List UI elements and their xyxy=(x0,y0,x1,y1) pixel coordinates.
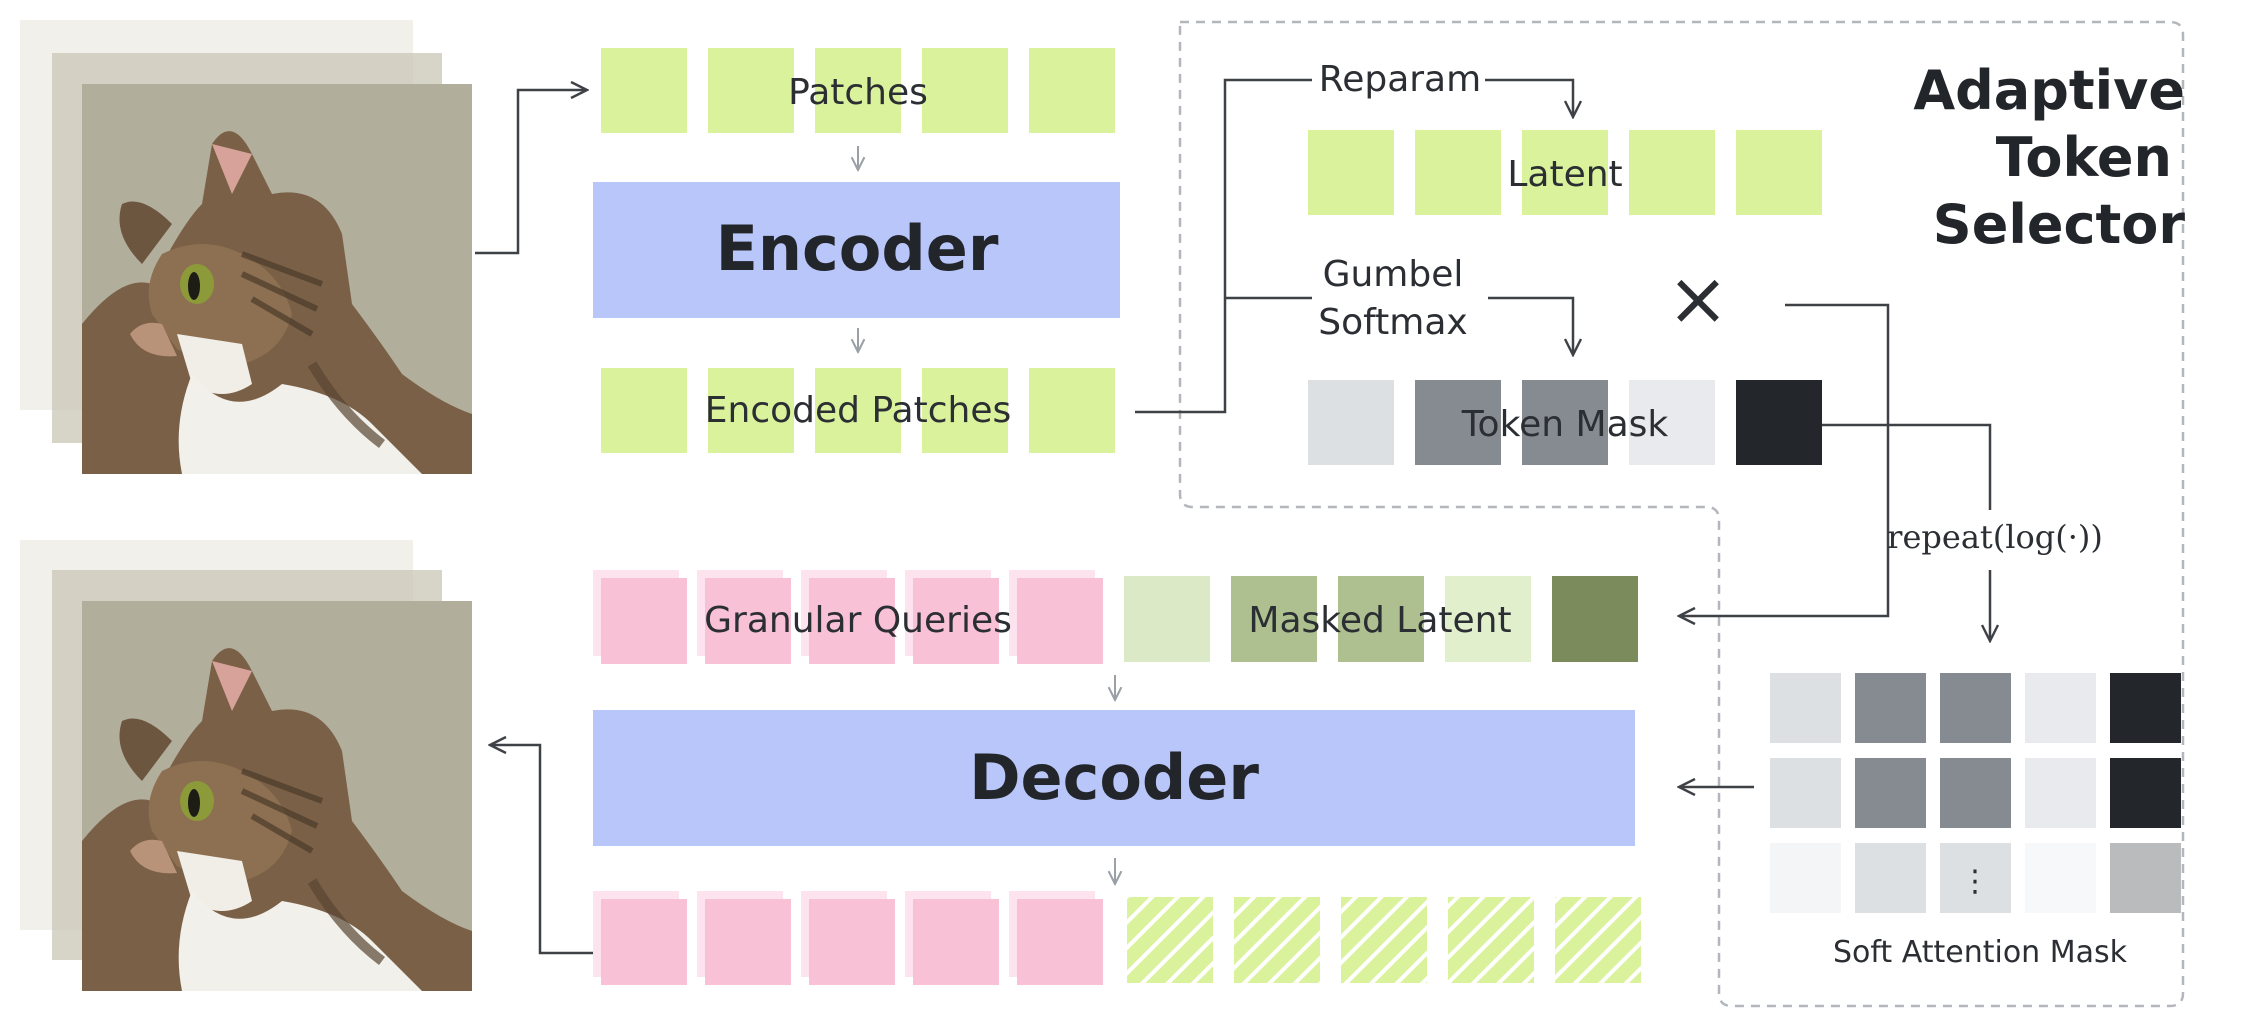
soft-mask-cell xyxy=(2025,843,2096,913)
encoded-patches-label: Encoded Patches xyxy=(705,390,1011,431)
soft-attention-mask-grid: ⋮ Soft Attention Mask xyxy=(1770,673,2181,970)
soft-mask-cell xyxy=(1940,758,2011,828)
mask-token xyxy=(1522,380,1608,465)
selector-title-line2: Token xyxy=(1996,126,2172,189)
output-query-token xyxy=(705,899,791,985)
soft-mask-cell xyxy=(1940,673,2011,743)
masked-latent-token xyxy=(1124,576,1210,662)
cat-image-stack-icon xyxy=(82,84,472,474)
masked-latent-label: Masked Latent xyxy=(1248,600,1511,641)
granular-queries-label: Granular Queries xyxy=(704,600,1012,641)
discarded-latent-token xyxy=(1127,897,1213,983)
soft-mask-cell xyxy=(2110,673,2181,743)
token-mask-label: Token Mask xyxy=(1461,404,1669,445)
soft-mask-cell xyxy=(1770,843,1841,913)
soft-mask-cell xyxy=(2025,758,2096,828)
masked-latent-token xyxy=(1445,576,1531,662)
gumbel-label: Gumbel xyxy=(1323,254,1464,295)
encoded-patch xyxy=(922,368,1008,453)
patches-label: Patches xyxy=(788,72,928,113)
granular-query xyxy=(1017,578,1103,664)
encoded-patch xyxy=(815,368,901,453)
reparam-to-latent-arrow xyxy=(1485,78,1573,117)
multiply-icon: × xyxy=(1667,256,1729,342)
latent-token xyxy=(1736,130,1822,215)
mask-token xyxy=(1308,380,1394,465)
selector-boundary xyxy=(1178,20,2185,1008)
discarded-latent-token xyxy=(1234,897,1320,983)
latent-token xyxy=(1415,130,1501,215)
patch xyxy=(922,48,1008,133)
encoded-patch xyxy=(601,368,687,453)
granular-query xyxy=(601,578,687,664)
tokens-to-output-image-arrow xyxy=(490,745,593,955)
token-mask-row: Token Mask xyxy=(1308,380,1822,465)
soft-mask-cell xyxy=(1770,673,1841,743)
encoder-label: Encoder xyxy=(716,212,999,285)
discarded-latent-token xyxy=(1448,897,1534,983)
mask-token xyxy=(1415,380,1501,465)
mask-to-repeat-line xyxy=(1822,423,1992,510)
masked-latent-token xyxy=(1231,576,1317,662)
soft-mask-cell xyxy=(1855,758,1926,828)
repeat-formula: repeat(log(·)) xyxy=(1887,518,2103,556)
latent-token xyxy=(1522,130,1608,215)
granular-query xyxy=(705,578,791,664)
granular-query xyxy=(809,578,895,664)
gumbel-to-mask-arrow xyxy=(1488,296,1573,355)
soft-mask-cell xyxy=(1855,843,1926,913)
reparam-label: Reparam xyxy=(1319,59,1481,100)
soft-attention-mask-label: Soft Attention Mask xyxy=(1833,935,2128,970)
selector-title-line1: Adaptive xyxy=(1913,59,2185,122)
patch xyxy=(1029,48,1115,133)
mask-token xyxy=(1629,380,1715,465)
patch xyxy=(815,48,901,133)
image-to-patches-arrow xyxy=(475,90,587,255)
product-to-masked-latent-arrow xyxy=(1679,303,1890,616)
latent-token xyxy=(1308,130,1394,215)
output-query-token xyxy=(601,899,687,985)
patch xyxy=(601,48,687,133)
soft-mask-cell xyxy=(1770,758,1841,828)
discarded-latent-token xyxy=(1341,897,1427,983)
encoded-to-reparam-line xyxy=(1135,78,1312,414)
encoded-patch xyxy=(1029,368,1115,453)
soft-mask-cell xyxy=(1855,673,1926,743)
masked-latent-token xyxy=(1552,576,1638,662)
decoder-block xyxy=(593,710,1635,846)
output-image-stack xyxy=(20,540,472,991)
soft-mask-cell xyxy=(2110,843,2181,913)
patches-row: Patches xyxy=(601,48,1115,133)
decoder-label: Decoder xyxy=(969,741,1259,814)
ellipsis-icon: ⋮ xyxy=(1960,864,1990,899)
masked-latent-row: Masked Latent xyxy=(1124,576,1638,662)
granular-queries-row: Granular Queries xyxy=(593,570,1103,664)
latent-token xyxy=(1629,130,1715,215)
discarded-latent-token xyxy=(1555,897,1641,983)
softmax-label: Softmax xyxy=(1318,302,1467,343)
encoded-patch xyxy=(708,368,794,453)
output-tokens-row xyxy=(593,891,1641,985)
input-image-stack xyxy=(20,20,472,474)
encoder-block xyxy=(593,182,1120,318)
masked-latent-token xyxy=(1338,576,1424,662)
soft-mask-cell xyxy=(1940,843,2011,913)
selector-title-line3: Selector xyxy=(1933,193,2186,256)
soft-mask-cell xyxy=(2110,758,2181,828)
output-query-token xyxy=(809,899,895,985)
soft-mask-cell xyxy=(2025,673,2096,743)
patch xyxy=(708,48,794,133)
granular-query xyxy=(913,578,999,664)
cat-image-stack-icon xyxy=(82,601,472,991)
latent-row: Latent xyxy=(1308,130,1822,215)
output-query-token xyxy=(913,899,999,985)
latent-label: Latent xyxy=(1507,154,1622,195)
mask-token xyxy=(1736,380,1822,465)
output-query-token xyxy=(1017,899,1103,985)
encoded-patches-row: Encoded Patches xyxy=(601,368,1115,453)
